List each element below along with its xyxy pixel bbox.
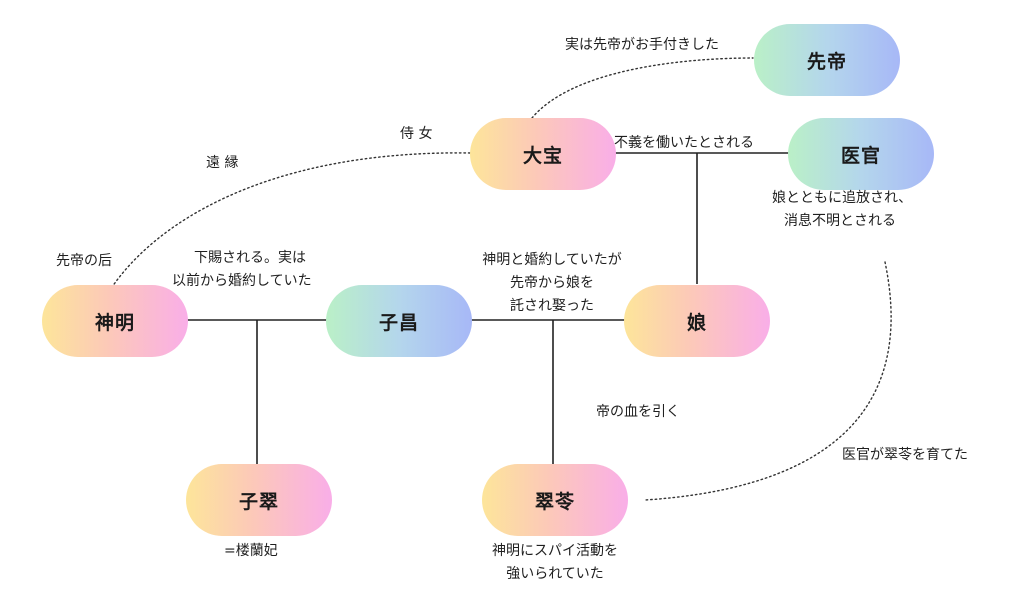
label-takusare: 神明と婚約していたが 先帝から娘を 託され娶った [462,249,642,318]
node-shisho-label: 子昌 [378,311,419,334]
label-takusare-line2: 先帝から娘を [510,275,594,291]
label-takusare-line1: 神明と婚約していたが [482,252,622,268]
label-kashi: 下賜される。実は 以前から婚約していた [172,247,312,293]
label-tsuiho-line1: 娘とともに追放され、 [772,190,913,206]
node-ikan[interactable]: 医官 [788,118,934,190]
label-kashi-line1: 下賜される。実は [194,250,306,266]
label-fugi: 不義を働いたとされる [614,135,754,151]
label-jijo: 侍 女 [400,126,433,142]
node-suirei-label: 翠苓 [534,490,575,513]
dotted-taiho-shinmei [109,152,471,291]
label-spy-line1: 神明にスパイ活動を [492,543,618,559]
dotted-ikan-suirei [644,261,892,501]
label-tsuiho-line2: 消息不明とされる [784,213,896,229]
node-suirei[interactable]: 翠苓 [482,464,628,536]
label-takusare-line3: 託され娶った [510,298,594,314]
label-sentei-no-kisaki: 先帝の后 [56,253,112,269]
node-shisui-label: 子翠 [238,490,279,513]
dotted-taiho-sentei [531,57,754,119]
label-rouranhi: =楼蘭妃 [224,543,278,559]
node-shisho[interactable]: 子昌 [326,285,472,357]
label-enen: 遠 縁 [206,155,239,171]
node-shinmei-label: 神明 [94,311,135,334]
node-taiho-label: 大宝 [522,144,563,167]
label-kashi-line2: 以前から婚約していた [172,273,312,289]
label-chi: 帝の血を引く [596,404,680,420]
label-otetsuki: 実は先帝がお手付きした [565,37,719,53]
node-taiho[interactable]: 大宝 [470,118,616,190]
node-ikan-label: 医官 [840,144,881,167]
node-sentei[interactable]: 先帝 [754,24,900,96]
label-tsuiho: 娘とともに追放され、 消息不明とされる [772,187,912,233]
label-spy: 神明にスパイ活動を 強いられていた [470,540,640,586]
node-sentei-label: 先帝 [806,50,847,73]
label-sodateta: 医官が翠苓を育てた [842,447,968,463]
node-musume-label: 娘 [686,311,707,334]
node-shinmei[interactable]: 神明 [42,285,188,357]
node-musume[interactable]: 娘 [624,285,770,357]
node-shisui[interactable]: 子翠 [186,464,332,536]
label-spy-line2: 強いられていた [506,566,604,582]
